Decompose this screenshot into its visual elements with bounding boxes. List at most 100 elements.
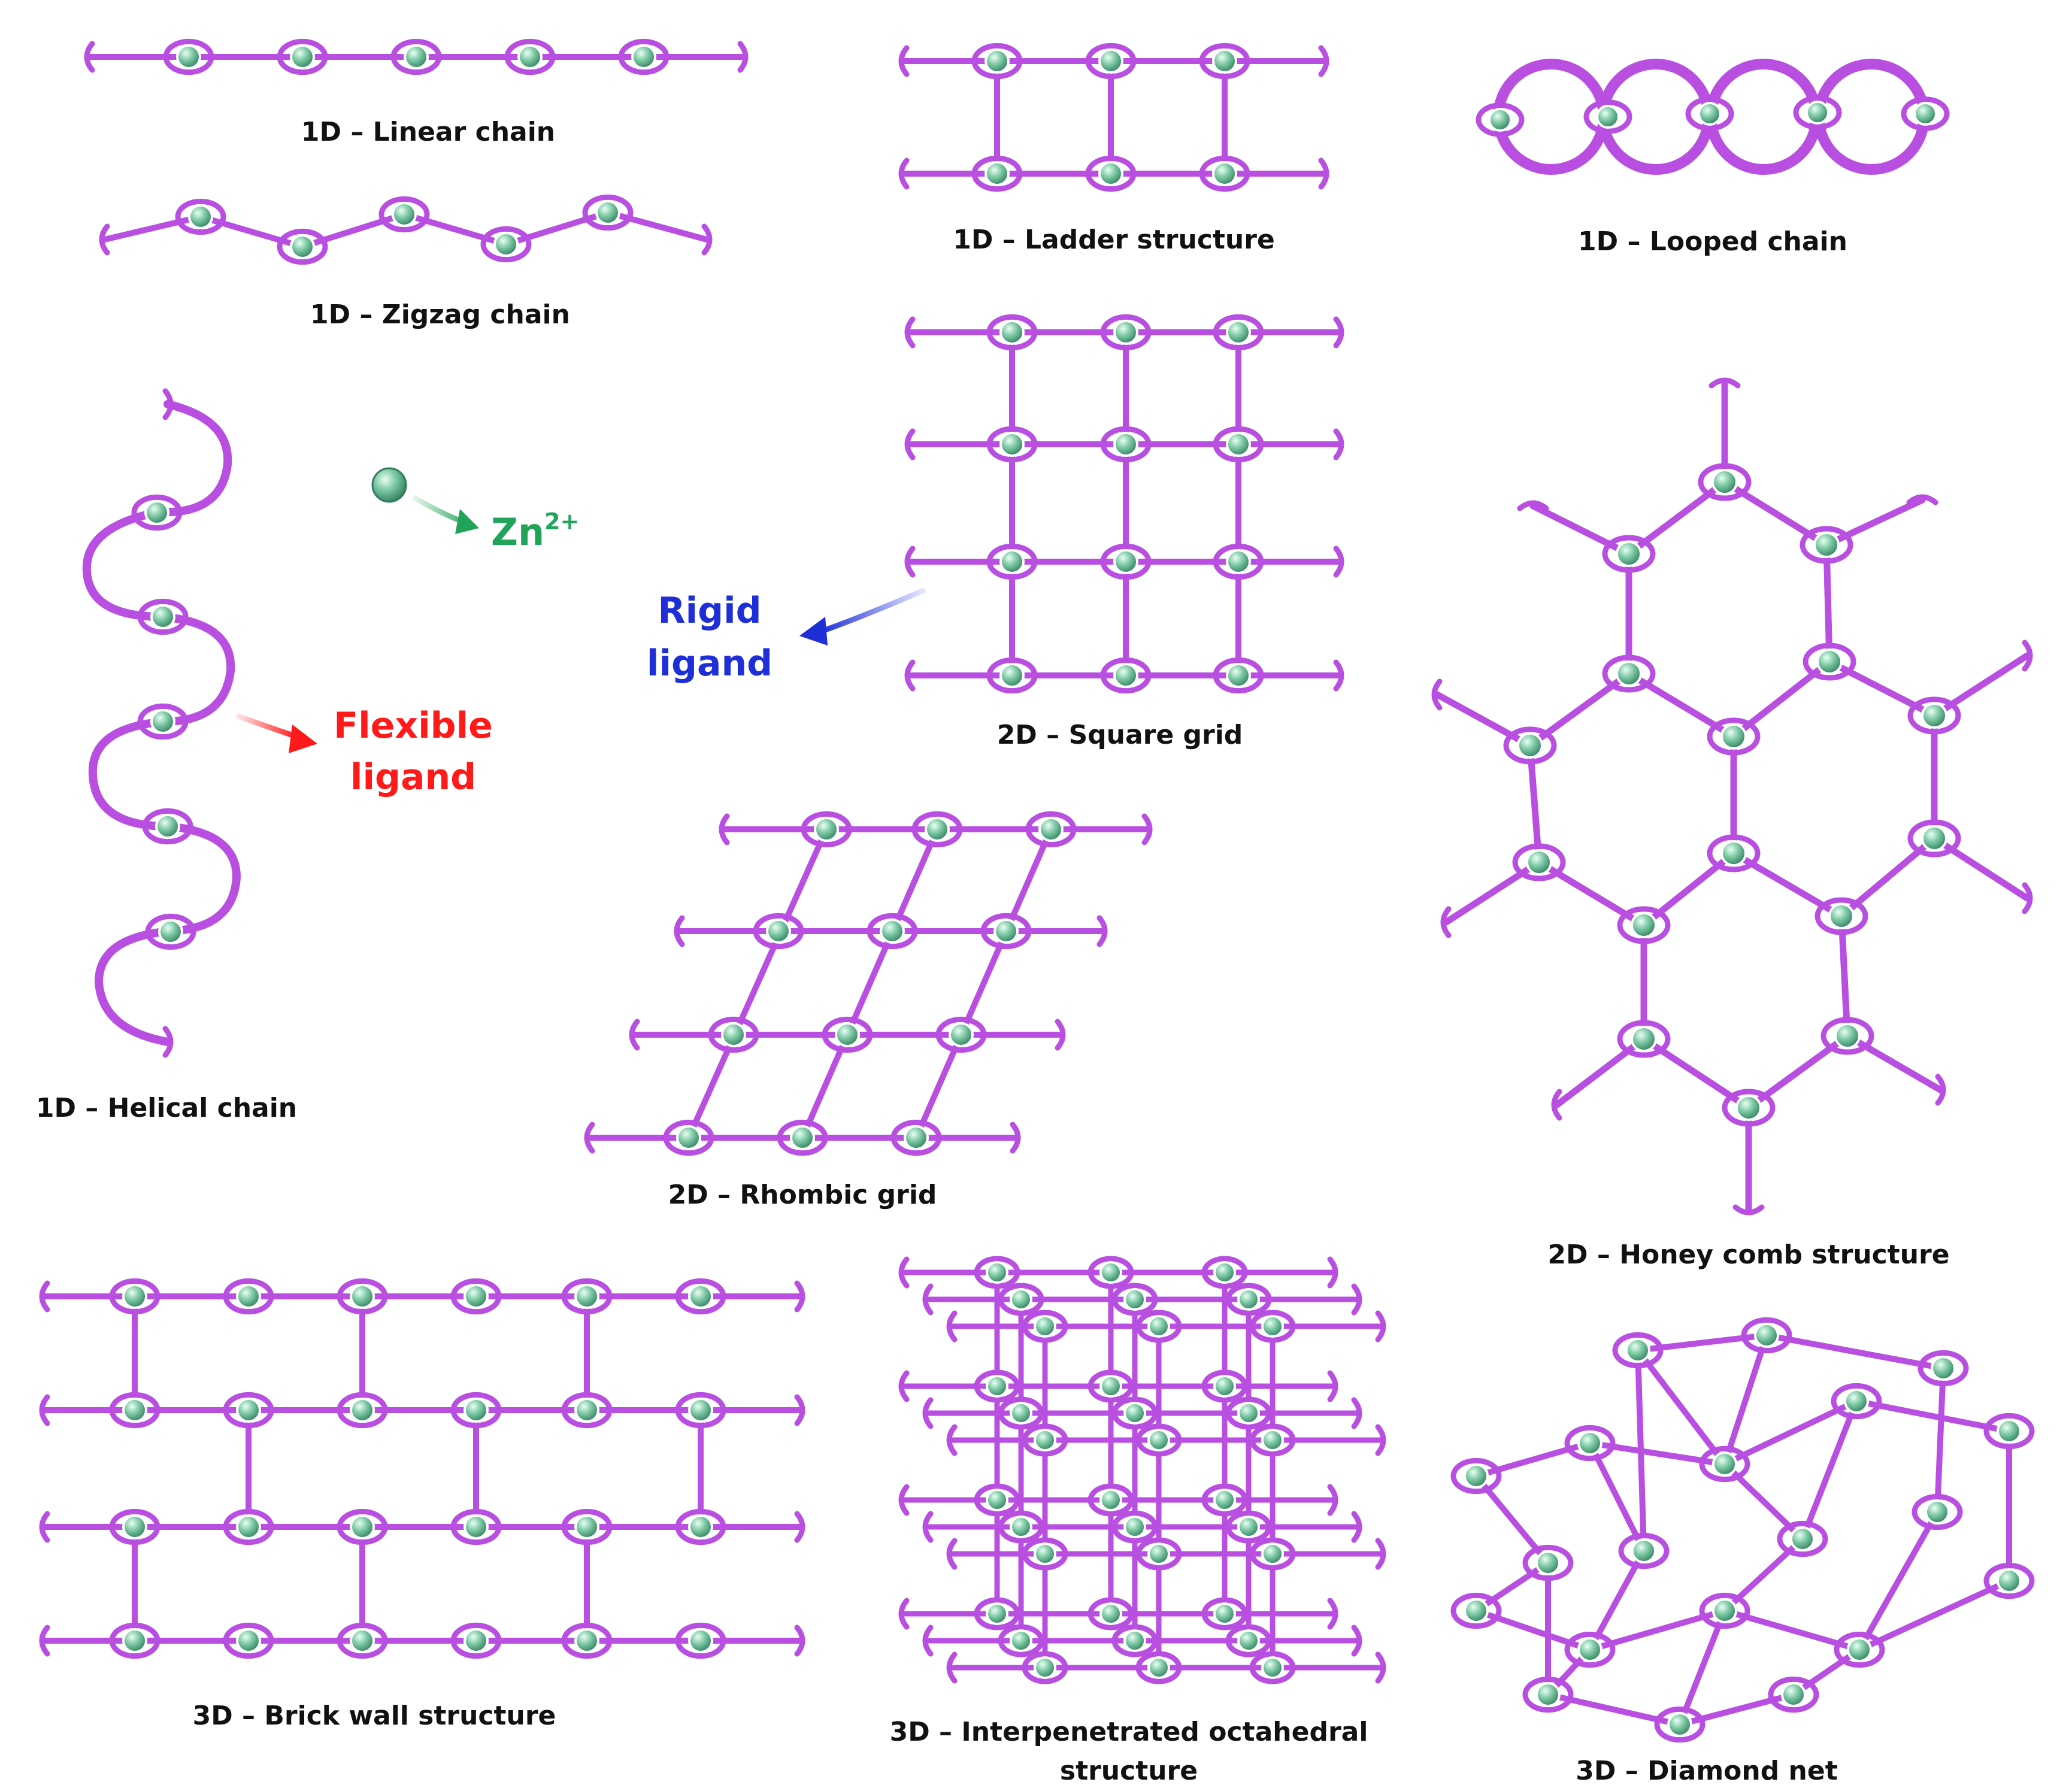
caption-looped-chain: 1D – Looped chain <box>1578 226 1847 257</box>
caption-zigzag-chain: 1D – Zigzag chain <box>310 299 570 330</box>
metal-socket <box>1111 1283 1158 1316</box>
metal-socket <box>1111 1624 1158 1657</box>
metal-socket <box>980 913 1032 950</box>
metal-socket <box>1983 1562 2035 1599</box>
ligand-hook-icon <box>1732 1204 1765 1216</box>
metal-socket <box>480 226 532 263</box>
metal-socket <box>1907 696 1961 735</box>
ligand-bond <box>1587 1440 1647 1554</box>
ligand-hook-icon <box>1327 1598 1338 1630</box>
metal-node-icon <box>1038 817 1064 842</box>
metal-node-icon <box>1813 532 1840 558</box>
metal-socket <box>175 198 226 235</box>
metal-socket <box>109 1508 160 1545</box>
metal-socket <box>1111 1396 1158 1430</box>
flexible-arrow-icon <box>235 713 298 740</box>
metal-socket <box>753 913 804 950</box>
metal-socket <box>1707 717 1761 756</box>
metal-node-icon <box>1535 1550 1561 1575</box>
metal-socket <box>450 1392 502 1429</box>
metal-node-icon <box>464 1514 489 1539</box>
rigid-arrowhead-icon <box>799 617 828 645</box>
metal-socket <box>1820 1017 1874 1055</box>
metal-node-icon <box>1754 1323 1779 1348</box>
metal-socket <box>974 1369 1020 1403</box>
zinc-label: Zn2+ <box>491 508 579 554</box>
metal-socket <box>109 1392 160 1429</box>
metal-socket <box>1135 1423 1182 1457</box>
metal-socket <box>137 703 189 740</box>
ligand-hook-icon <box>1709 377 1741 389</box>
metal-socket <box>1135 1651 1182 1684</box>
metal-socket <box>1522 1544 1574 1581</box>
metal-socket <box>1907 819 1961 857</box>
metal-node-icon <box>1123 1288 1146 1311</box>
metal-socket <box>1617 906 1671 944</box>
metal-socket <box>145 913 196 950</box>
caption-interpenetrated-line1: 3D – Interpenetrated octahedral <box>890 1717 1368 1747</box>
ligand-hook-icon <box>39 1394 50 1426</box>
ligand-hook-icon <box>1351 1625 1362 1657</box>
metal-socket <box>1022 1651 1068 1684</box>
ligand-hook-icon <box>1327 1484 1338 1516</box>
metal-socket <box>1450 1457 1502 1495</box>
ligand-hook-icon <box>922 1397 934 1429</box>
ligand-bond <box>1853 1398 2012 1434</box>
metal-socket <box>1088 1369 1134 1403</box>
metal-node-icon <box>574 1514 599 1539</box>
ligand-hooks <box>39 41 2033 1684</box>
metal-socket <box>1225 1396 1272 1430</box>
metal-socket <box>1088 1597 1134 1631</box>
metal-node-icon <box>984 49 1010 74</box>
metal-socket <box>277 38 328 75</box>
metal-node-icon <box>1488 108 1512 132</box>
metal-node-icon <box>1034 1315 1056 1338</box>
metal-node-icon <box>122 1398 147 1423</box>
metal-socket <box>1834 1631 1885 1668</box>
metal-node-icon <box>1720 723 1747 750</box>
flexible-arrowhead-icon <box>289 725 317 753</box>
ligand-hook-icon <box>904 316 916 348</box>
metal-socket <box>890 1119 942 1156</box>
metal-socket <box>504 38 556 75</box>
metal-socket <box>561 1508 613 1545</box>
rigid-label-line2: ligand <box>647 643 773 684</box>
metal-socket <box>1100 314 1152 351</box>
ligand-bond <box>1764 1332 1946 1371</box>
ligand-hook-icon <box>1375 1310 1386 1342</box>
ligand-bond <box>1553 1035 1647 1108</box>
ligand-hook-icon <box>99 223 110 256</box>
metal-node-icon <box>464 1398 489 1423</box>
ligand-bond <box>198 214 305 250</box>
ligand-hook-icon <box>1440 906 1452 938</box>
metal-node-icon <box>688 1398 713 1423</box>
ligand-bond <box>605 210 710 243</box>
metal-socket <box>1249 1423 1296 1457</box>
caption-square-grid: 2D – Square grid <box>997 720 1243 750</box>
metal-socket <box>1213 426 1264 463</box>
metal-node-icon <box>1921 702 1947 729</box>
rigid-arrow-icon <box>819 587 926 635</box>
metal-socket <box>450 1622 502 1659</box>
metal-node-icon <box>790 1125 815 1150</box>
metal-socket <box>935 1016 987 1053</box>
caption-ladder-structure: 1D – Ladder structure <box>953 225 1275 255</box>
metal-node-icon <box>1631 1026 1657 1052</box>
metal-socket <box>378 196 430 233</box>
metal-node-icon <box>1577 1431 1603 1456</box>
metal-node-icon <box>1213 1375 1236 1398</box>
ligand-hook-icon <box>1906 494 1938 505</box>
ligand-hook-icon <box>39 1511 50 1543</box>
metal-socket <box>708 1016 759 1053</box>
ligand-hook-icon <box>1333 428 1344 460</box>
ligand-hook-icon <box>1351 1397 1362 1429</box>
ligand-hook-icon <box>39 1625 50 1657</box>
ligand-bond <box>1677 1692 1797 1728</box>
metal-node-icon <box>1925 1499 1950 1525</box>
metal-socket <box>1135 1310 1182 1343</box>
metal-node-icon <box>150 709 175 734</box>
ligand-hook-icon <box>898 1484 910 1516</box>
metal-node-icon <box>986 1375 1008 1398</box>
ligand-hook-icon <box>701 223 713 256</box>
ligand-hook-icon <box>1333 316 1344 348</box>
